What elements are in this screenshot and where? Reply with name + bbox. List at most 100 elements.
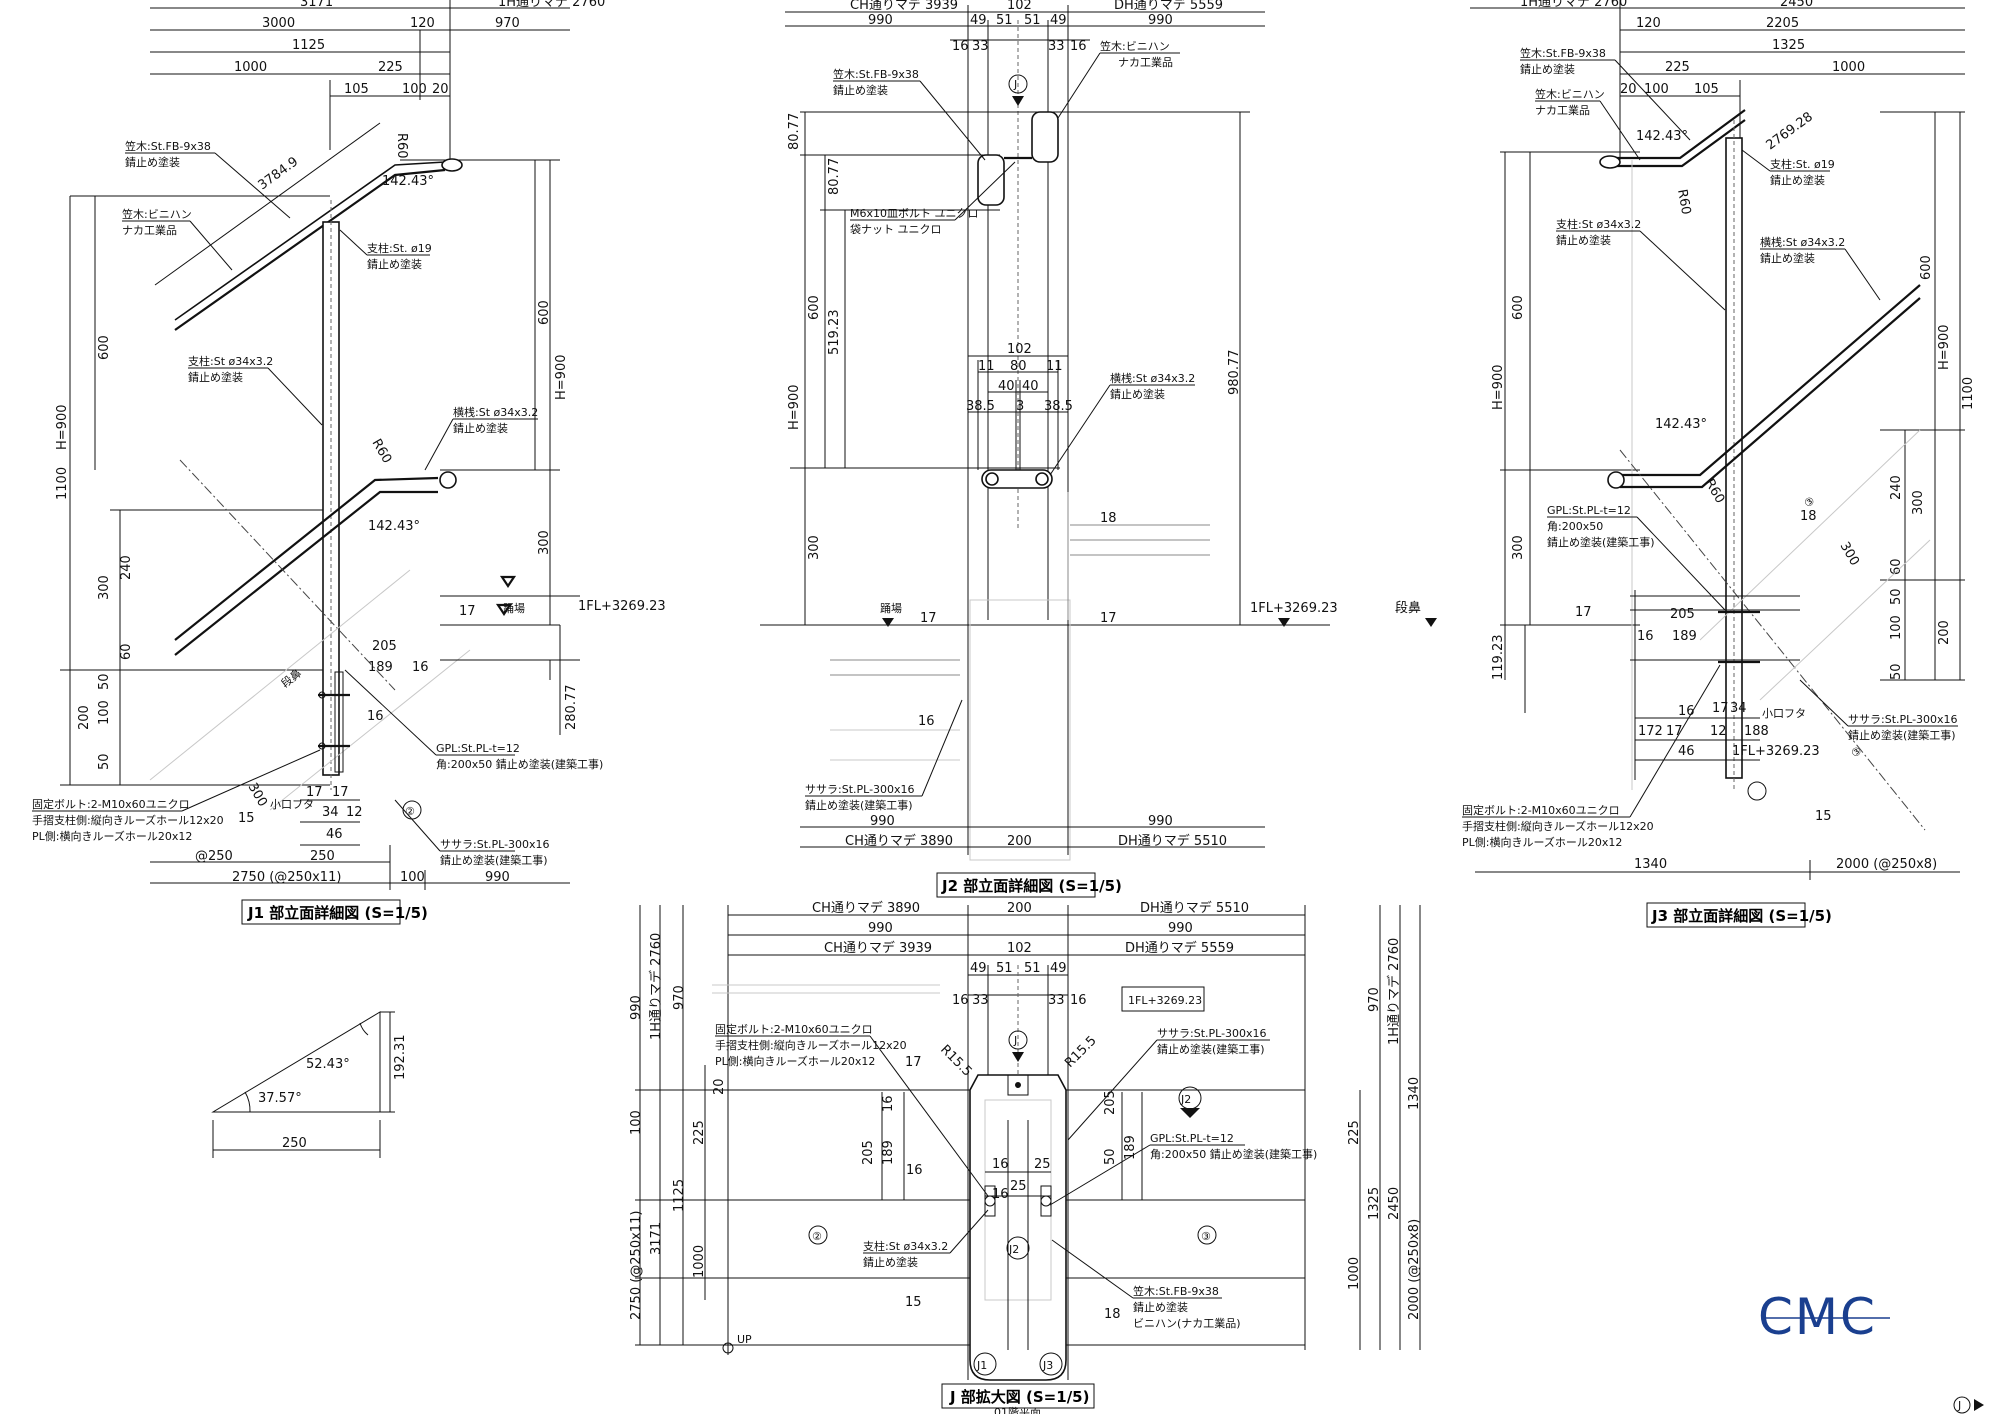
j1-dim-left-5: 60 [119,643,134,660]
plan-dim-left-9: 1000 [692,1245,707,1278]
plan-dim-mid-13: 15 [905,1295,922,1310]
j3-misc-15: 46 [1678,744,1695,759]
plan-dim-right-5: 2450 [1387,1187,1402,1220]
j3-dim-top-8: 100 [1644,82,1669,97]
j3-note-vinyl-2: ナカ工業品 [1535,104,1590,117]
j2-dim-right-0: 980.77 [1227,350,1242,396]
j3-note-gpl-1: GPL:St.PL-t=12 [1547,504,1631,517]
j1-misc-15: ② [405,805,415,818]
j1-dim-top-1: 1H通りマデ 2760 [498,0,605,10]
plan-marker-j2-top: J2 [1180,1093,1191,1106]
plan-dim-mid-10: 205 [1103,1090,1118,1115]
j1-dim-top-0: 3171 [300,0,333,10]
j1-misc-3: 17 [459,604,476,619]
plan-dim-top-0: CH通りマデ 3890 [812,900,920,916]
j3-misc-2b: R60 [1702,477,1728,507]
j2-dim-mid-11: 17 [920,611,937,626]
j1-note-gpl-1: GPL:St.PL-t=12 [436,742,520,755]
j1-dim-right-3: 280.77 [564,685,579,731]
j2-dim-top-11: 33 [1048,39,1065,54]
plan-note-handrail-2: 錆止め塗装 [1133,1300,1188,1314]
j2-dim-right-1: 1FL+3269.23 [1250,601,1338,616]
j2-dim-mid-9: 18 [1100,511,1117,526]
plan-dim-left-7: 1125 [672,1179,687,1212]
j1-dim-right-0: 600 [537,300,552,325]
plan-note-stringer-2: 錆止め塗装(建築工事) [1157,1042,1265,1056]
j2-dim-left-3: 519.23 [827,310,842,356]
j2-dim-bottom-2: CH通りマデ 3890 [845,833,953,849]
j2-dim-mid-3: 11 [1046,359,1063,374]
j3-misc-3: 18 [1800,509,1817,524]
j3-dim-right-7: 100 [1889,615,1904,640]
j2-note-crossbar-1: 横桟:St ø34x3.2 [1110,371,1195,385]
j1-note-post-1: 支柱:St ø34x3.2 [188,354,273,368]
j3-misc-1: 2769.28 [1764,109,1816,153]
j1-dim-bottom-4: 990 [485,870,510,885]
j3-note-support-2: 錆止め塗装 [1770,173,1825,187]
j1-note-support-2: 錆止め塗装 [367,257,422,271]
j2-dim-bottom-4: DH通りマデ 5510 [1118,833,1227,849]
j3-misc-14: 188 [1744,724,1769,739]
j2-dim-top-1: 102 [1007,0,1032,13]
plan-dim-mid-5: 16 [992,1157,1009,1172]
plan-note-gpl-2: 角:200x50 錆止め塗装(建築工事) [1150,1147,1317,1161]
j1-note-crossbar-1: 横桟:St ø34x3.2 [453,405,538,419]
j2-dim-left-1: 80.77 [827,158,842,195]
j2-dim-top-5: 51 [996,13,1013,28]
j3-dim-left-3: 119.23 [1491,635,1506,681]
plan-dim-mid-3: 205 [861,1140,876,1165]
j1-misc-14: 段鼻 [278,666,304,691]
j3-note-gpl-3: 錆止め塗装(建築工事) [1547,535,1655,549]
j3-misc-0b: 142.43° [1655,417,1707,432]
j3-dim-top-0: 1H通りマデ 2760 [1520,0,1627,10]
plan-dim-top-2: DH通りマデ 5510 [1140,900,1249,916]
logo-text: CMC [1758,1288,1877,1346]
plan-dim-left-1: 1H通りマデ 2760 [648,933,664,1040]
j1-dim-left-9: 50 [97,753,112,770]
j2-dim-top-9: 16 [952,39,969,54]
j3-note-support-1: 支柱:St. ø19 [1770,157,1835,171]
plan-dim-mid-0: R15.5 [937,1042,974,1079]
j3-dim-left-2: 300 [1511,535,1526,560]
j2-dim-left-0: 80.77 [787,113,802,150]
j3-misc-2: R60 [1674,188,1693,216]
j2-dim-top-12: 16 [1070,39,1087,54]
j2-dim-top-0: CH通りマデ 3939 [850,0,958,13]
plan-dim-top-14: 33 [1048,993,1065,1008]
plan-note-bolts-1: 固定ボルト:2-M10x60ユニクロ [715,1022,873,1036]
j1-note-cap: 小口フタ [270,798,314,811]
plan-dim-right-3: 225 [1347,1120,1362,1145]
j1-misc-0: R60 [394,133,409,159]
j2-dim-left-5: 300 [807,535,822,560]
j3-dim-right-3: 240 [1889,475,1904,500]
plan-dim-right-2: 1340 [1407,1077,1422,1110]
j2-dim-top-8: 990 [1148,13,1173,28]
j3-misc-7: 16 [1637,629,1654,644]
plan-dim-top-15: 16 [1070,993,1087,1008]
triangle-angle-top: 52.43° [306,1057,350,1072]
plan-marker-j2: J2 [1008,1243,1019,1256]
j3-dim-top-3: 2205 [1766,16,1799,31]
j3-dim-right-9: 50 [1889,663,1904,680]
plan-dim-top-11: 49 [1050,961,1067,976]
j3-misc-6: 189 [1672,629,1697,644]
j1-dim-top-6: 1000 [234,60,267,75]
j3-misc-13: 12 [1710,724,1727,739]
plan-note-post-1: 支柱:St ø34x3.2 [863,1239,948,1253]
j3-dim-top-1: 2450 [1780,0,1813,10]
plan-dim-right-6: 1000 [1347,1257,1362,1290]
j1-note-bolts-1: 固定ボルト:2-M10x60ユニクロ [32,797,190,811]
j3-note-stringer-1: ササラ:St.PL-300x16 [1848,713,1958,726]
j2-note-vinyl-2: ナカ工業品 [1118,56,1173,69]
plan-marker-3: ③ [1201,1230,1211,1243]
j3-note-stringer-2: 錆止め塗装(建築工事) [1848,728,1956,742]
j1-dim-left-6: 50 [97,673,112,690]
plan-marker-2: ② [812,1230,822,1243]
j2-dim-top-2: DH通りマデ 5559 [1114,0,1223,13]
plan-dim-right-1: 1H通りマデ 2760 [1386,938,1402,1045]
j2-dim-mid-10: 16 [918,714,935,729]
j3-misc-9: 172 [1638,724,1663,739]
cmc-logo: CMC [1758,1288,1890,1346]
plan-dim-left-6: 3171 [649,1222,664,1255]
